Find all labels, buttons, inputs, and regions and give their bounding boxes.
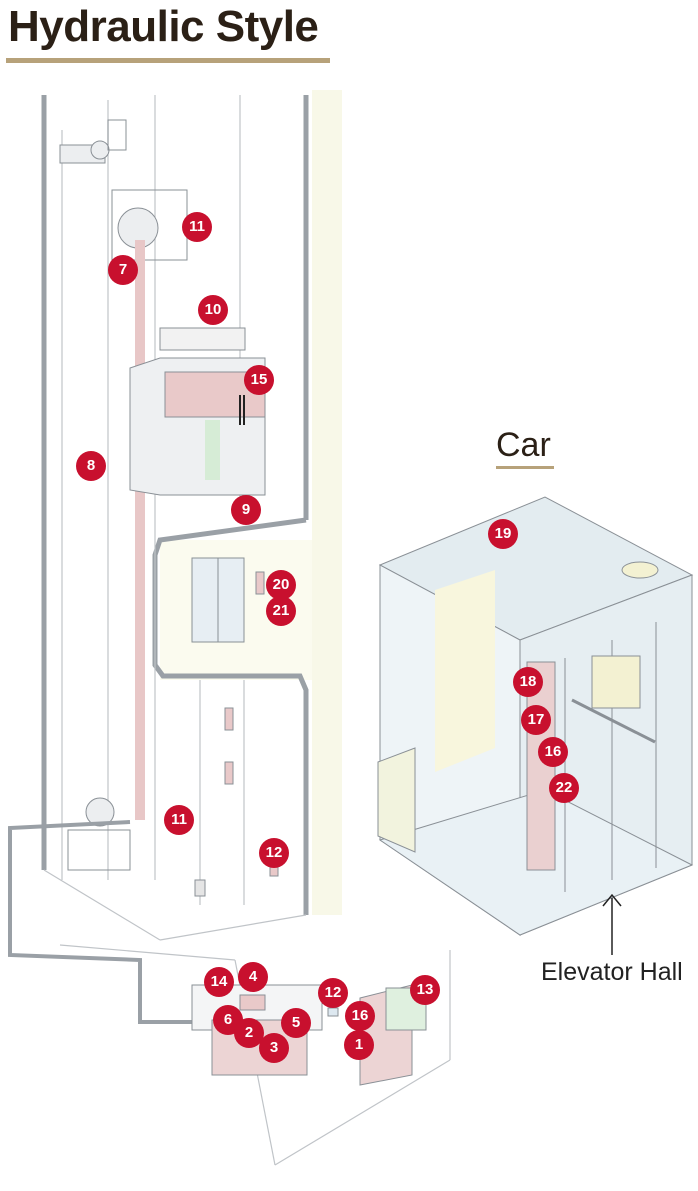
callout-badge: 11 [164,805,194,835]
top-sheave [59,119,127,164]
car-heading: Car [496,426,551,464]
callout-badge: 16 [538,737,568,767]
upper-sheave [111,189,188,261]
hall-pointer-arrow [602,893,622,955]
car-frame [129,327,266,496]
car-heading-underline [496,466,554,469]
callout-badge: 9 [231,495,261,525]
elevator-hall-label: Elevator Hall [541,958,683,986]
title-underline [6,58,330,63]
oil-pipe [8,820,195,1024]
hoistway-wall-panel [312,90,342,915]
callout-badge: 20 [266,570,296,600]
callout-badge: 4 [238,962,268,992]
callout-badge: 21 [266,596,296,626]
callout-badge: 6 [213,1005,243,1035]
callout-badge: 12 [318,978,348,1008]
callout-badge: 8 [76,451,106,481]
callout-badge: 16 [345,1001,375,1031]
callout-badge: 18 [513,667,543,697]
callout-badge: 1 [344,1030,374,1060]
callout-badge: 7 [108,255,138,285]
callout-badge: 14 [204,967,234,997]
callout-badge: 19 [488,519,518,549]
callout-badge: 17 [521,705,551,735]
page-title: Hydraulic Style [8,2,319,51]
callout-badge: 5 [281,1008,311,1038]
callout-badge: 3 [259,1033,289,1063]
callout-badge: 15 [244,365,274,395]
pit-equipment [67,707,279,897]
landing-door [191,557,265,643]
callout-badge: 22 [549,773,579,803]
hoistway-outline [41,95,309,915]
callout-badge: 12 [259,838,289,868]
callout-badge: 10 [198,295,228,325]
callout-badge: 13 [410,975,440,1005]
car-cabin [377,496,694,936]
callout-badge: 11 [182,212,212,242]
